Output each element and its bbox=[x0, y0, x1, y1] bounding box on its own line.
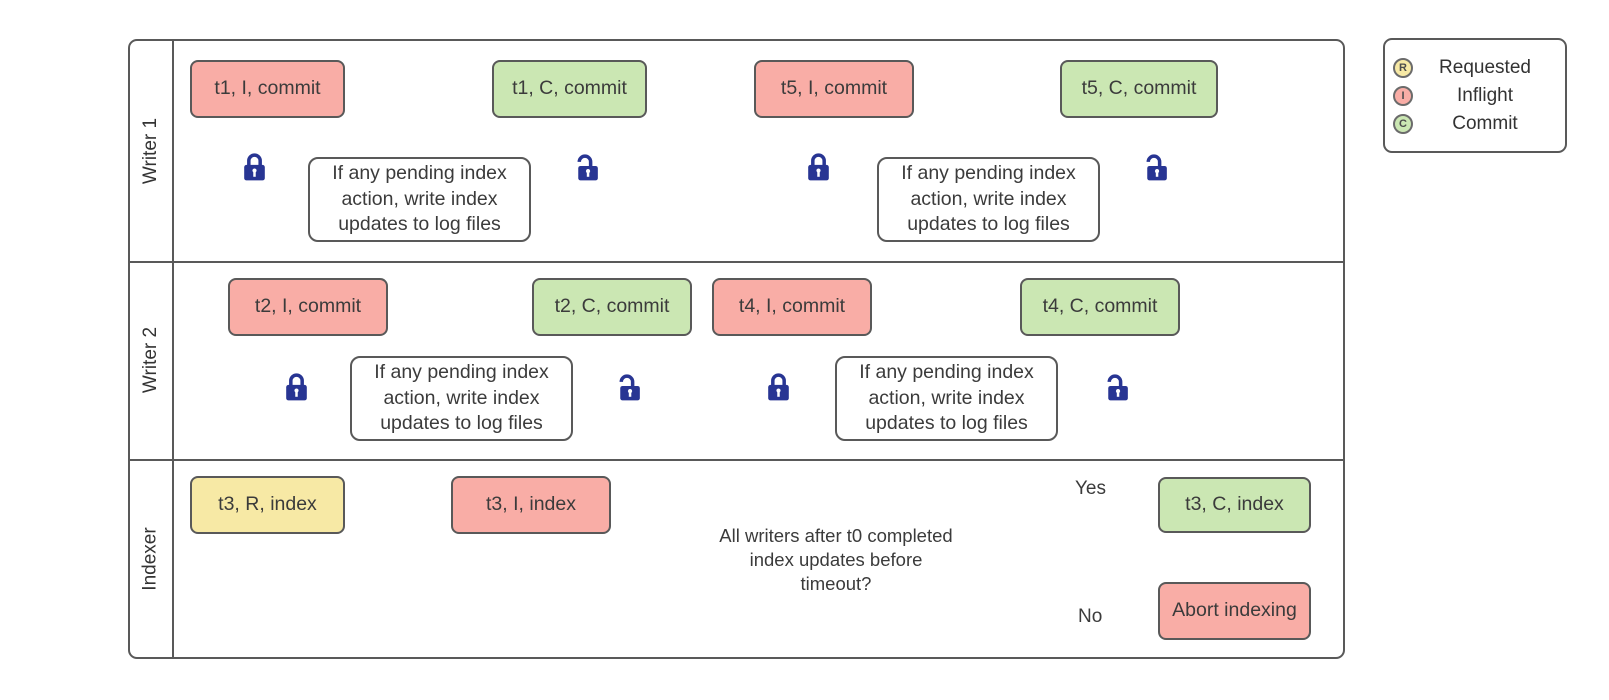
lane-label-column-divider bbox=[172, 41, 174, 657]
closed-lock-icon bbox=[808, 153, 829, 181]
node-t3-requested: t3, R, index bbox=[190, 476, 345, 534]
lane-label-writer2: Writer 2 bbox=[140, 326, 162, 394]
node-t3-inflight: t3, I, index bbox=[451, 476, 611, 534]
legend-label-requested: Requested bbox=[1439, 56, 1531, 78]
open-lock-icon bbox=[1146, 154, 1167, 181]
swimlane-frame: Writer 1 Writer 2 Indexer bbox=[128, 39, 1345, 659]
branch-yes-label: Yes bbox=[1075, 478, 1106, 499]
process-box-writer2-b: If any pending index action, write index… bbox=[835, 356, 1058, 441]
legend-row-requested: R Requested bbox=[1393, 57, 1557, 79]
node-t3-commit: t3, C, index bbox=[1158, 477, 1311, 533]
legend-label-commit: Commit bbox=[1452, 112, 1518, 134]
branch-no-label: No bbox=[1078, 606, 1103, 627]
node-t2-inflight: t2, I, commit bbox=[228, 278, 388, 336]
process-box-writer1-a: If any pending index action, write index… bbox=[308, 157, 531, 242]
lane-divider-2 bbox=[130, 459, 1343, 461]
node-t1-commit: t1, C, commit bbox=[492, 60, 647, 118]
node-abort-indexing: Abort indexing bbox=[1158, 582, 1311, 640]
node-t4-inflight: t4, I, commit bbox=[712, 278, 872, 336]
open-lock-icon bbox=[577, 154, 598, 181]
decision-label: All writers after t0 completed index upd… bbox=[719, 525, 953, 594]
lane-divider-1 bbox=[130, 261, 1343, 263]
lane-label-writer1: Writer 1 bbox=[140, 117, 162, 185]
legend: R Requested I Inflight C Commit bbox=[1383, 38, 1567, 153]
requested-state-icon: R bbox=[1393, 57, 1413, 78]
node-t2-commit: t2, C, commit bbox=[532, 278, 692, 336]
open-lock-icon bbox=[619, 374, 640, 401]
inflight-state-icon: I bbox=[1393, 85, 1413, 106]
node-t5-commit: t5, C, commit bbox=[1060, 60, 1218, 118]
process-box-writer2-a: If any pending index action, write index… bbox=[350, 356, 573, 441]
closed-lock-icon bbox=[768, 373, 789, 401]
closed-lock-icon bbox=[286, 373, 307, 401]
legend-label-inflight: Inflight bbox=[1457, 84, 1513, 106]
legend-row-commit: C Commit bbox=[1393, 113, 1557, 135]
legend-row-inflight: I Inflight bbox=[1393, 85, 1557, 107]
open-lock-icon bbox=[1107, 374, 1128, 401]
process-box-writer1-b: If any pending index action, write index… bbox=[877, 157, 1100, 242]
node-t4-commit: t4, C, commit bbox=[1020, 278, 1180, 336]
closed-lock-icon bbox=[244, 153, 265, 181]
node-t1-inflight: t1, I, commit bbox=[190, 60, 345, 118]
node-t5-inflight: t5, I, commit bbox=[754, 60, 914, 118]
lane-label-indexer: Indexer bbox=[140, 527, 161, 591]
commit-state-icon: C bbox=[1393, 113, 1413, 134]
